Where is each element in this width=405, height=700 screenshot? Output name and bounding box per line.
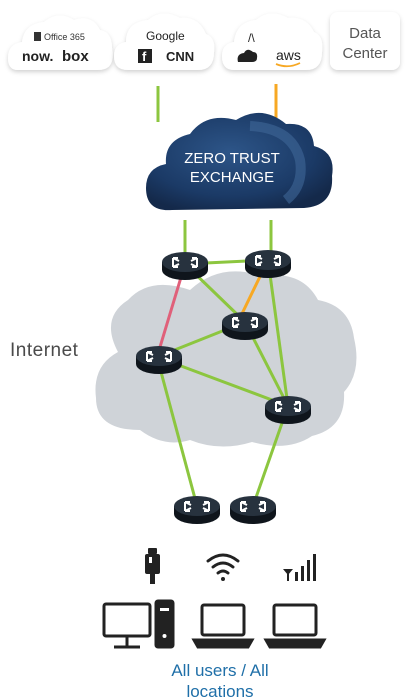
laptop-icon-1 — [191, 603, 255, 649]
link-green-3 — [266, 259, 290, 407]
cloud-storage-icon — [237, 49, 258, 62]
all-users-line2: locations — [186, 682, 254, 700]
laptop-icon-2 — [263, 603, 327, 649]
desktop-computer-icon — [102, 599, 175, 649]
cellular-signal-icon — [283, 554, 316, 581]
link-green-7 — [155, 356, 199, 507]
tower-power-light — [162, 634, 167, 638]
servicenow-logo: now. — [22, 48, 53, 64]
azure-logo: /\ — [248, 31, 255, 45]
aws-logo: aws — [276, 47, 301, 63]
all-users-label: All users / All locations — [140, 660, 300, 700]
service-cloud-aws — [222, 13, 323, 71]
ethernet-plug-icon — [145, 548, 160, 584]
service-cloud-office — [8, 15, 113, 71]
facebook-icon — [138, 49, 152, 63]
router-icon-f — [173, 495, 221, 525]
internet-cloud — [95, 271, 357, 447]
internet-label: Internet — [10, 340, 79, 361]
google-logo: Google — [146, 29, 185, 43]
router-icon-b — [244, 249, 292, 279]
zero-trust-exchange-cloud — [146, 112, 333, 211]
router-icon-e — [264, 395, 312, 425]
router-icon-c — [221, 311, 269, 341]
data-center-line1: Data — [349, 25, 381, 42]
data-center-box — [330, 12, 400, 70]
tower-slot — [160, 608, 169, 611]
zte-title-line1: ZERO TRUST — [184, 150, 280, 167]
aws-smile-icon — [275, 62, 301, 68]
data-center-line2: Center — [342, 45, 387, 62]
facebook-letter: f — [142, 49, 147, 64]
zte-title-line2: EXCHANGE — [190, 169, 274, 186]
router-icon-a — [161, 251, 209, 281]
office-icon — [34, 32, 41, 41]
cnn-logo: CNN — [166, 49, 194, 64]
router-icon-g — [229, 495, 277, 525]
router-icon-d — [135, 345, 183, 375]
wifi-icon — [206, 553, 240, 581]
all-users-line1: All users / All — [171, 661, 269, 680]
office365-logo: Office 365 — [44, 32, 85, 42]
box-logo: box — [62, 48, 89, 65]
